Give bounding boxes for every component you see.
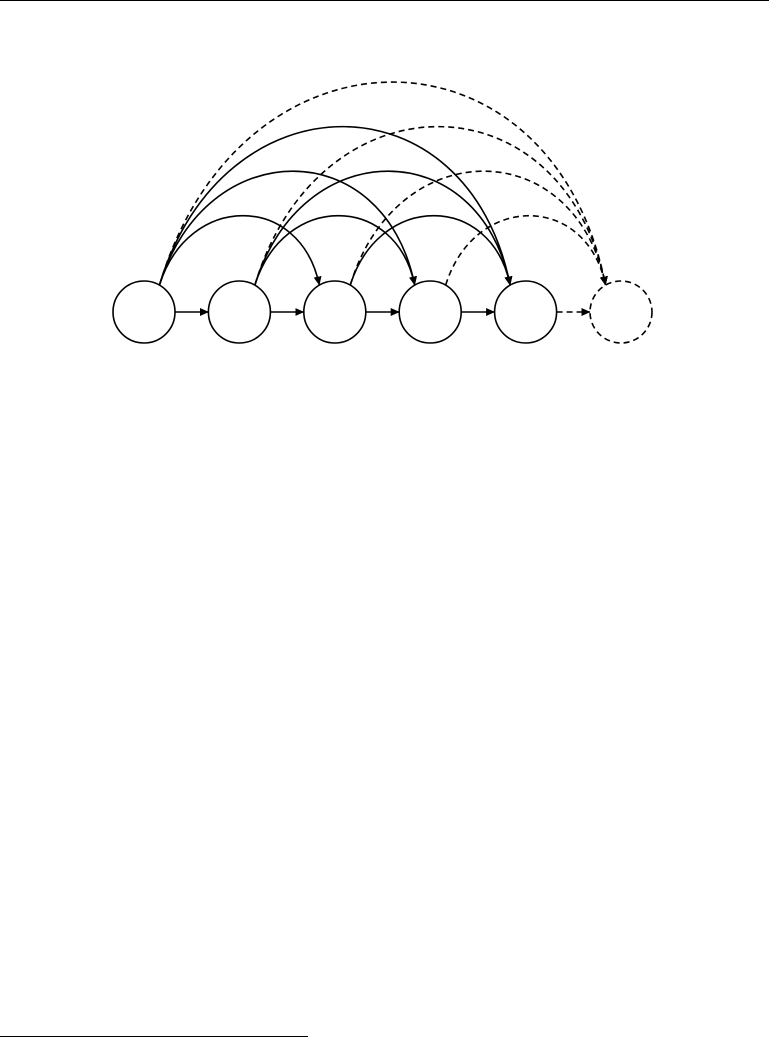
- edge-n1-n6: [158, 81, 608, 286]
- node-n5: [493, 280, 558, 344]
- edge-n3-n5: [349, 214, 513, 286]
- edge-n1-n3: [158, 214, 322, 286]
- edge-n1-n5: [158, 126, 513, 286]
- node-n2: [207, 280, 272, 344]
- edge-n3-n6: [349, 170, 608, 286]
- edge-n2-n6: [254, 126, 608, 286]
- edge-n2-n5: [254, 170, 513, 286]
- edge-n4-n6: [444, 214, 608, 286]
- node-n3: [302, 280, 367, 344]
- edge-n1-n4: [158, 170, 417, 286]
- node-n6: [589, 280, 653, 344]
- edges-layer: [158, 81, 608, 316]
- edge-n2-n4: [254, 214, 417, 286]
- top-rule: [0, 0, 769, 1]
- node-n1: [112, 280, 176, 344]
- nodes-layer: [112, 280, 653, 344]
- footnote-rule: [0, 1036, 308, 1037]
- node-n4: [398, 280, 463, 344]
